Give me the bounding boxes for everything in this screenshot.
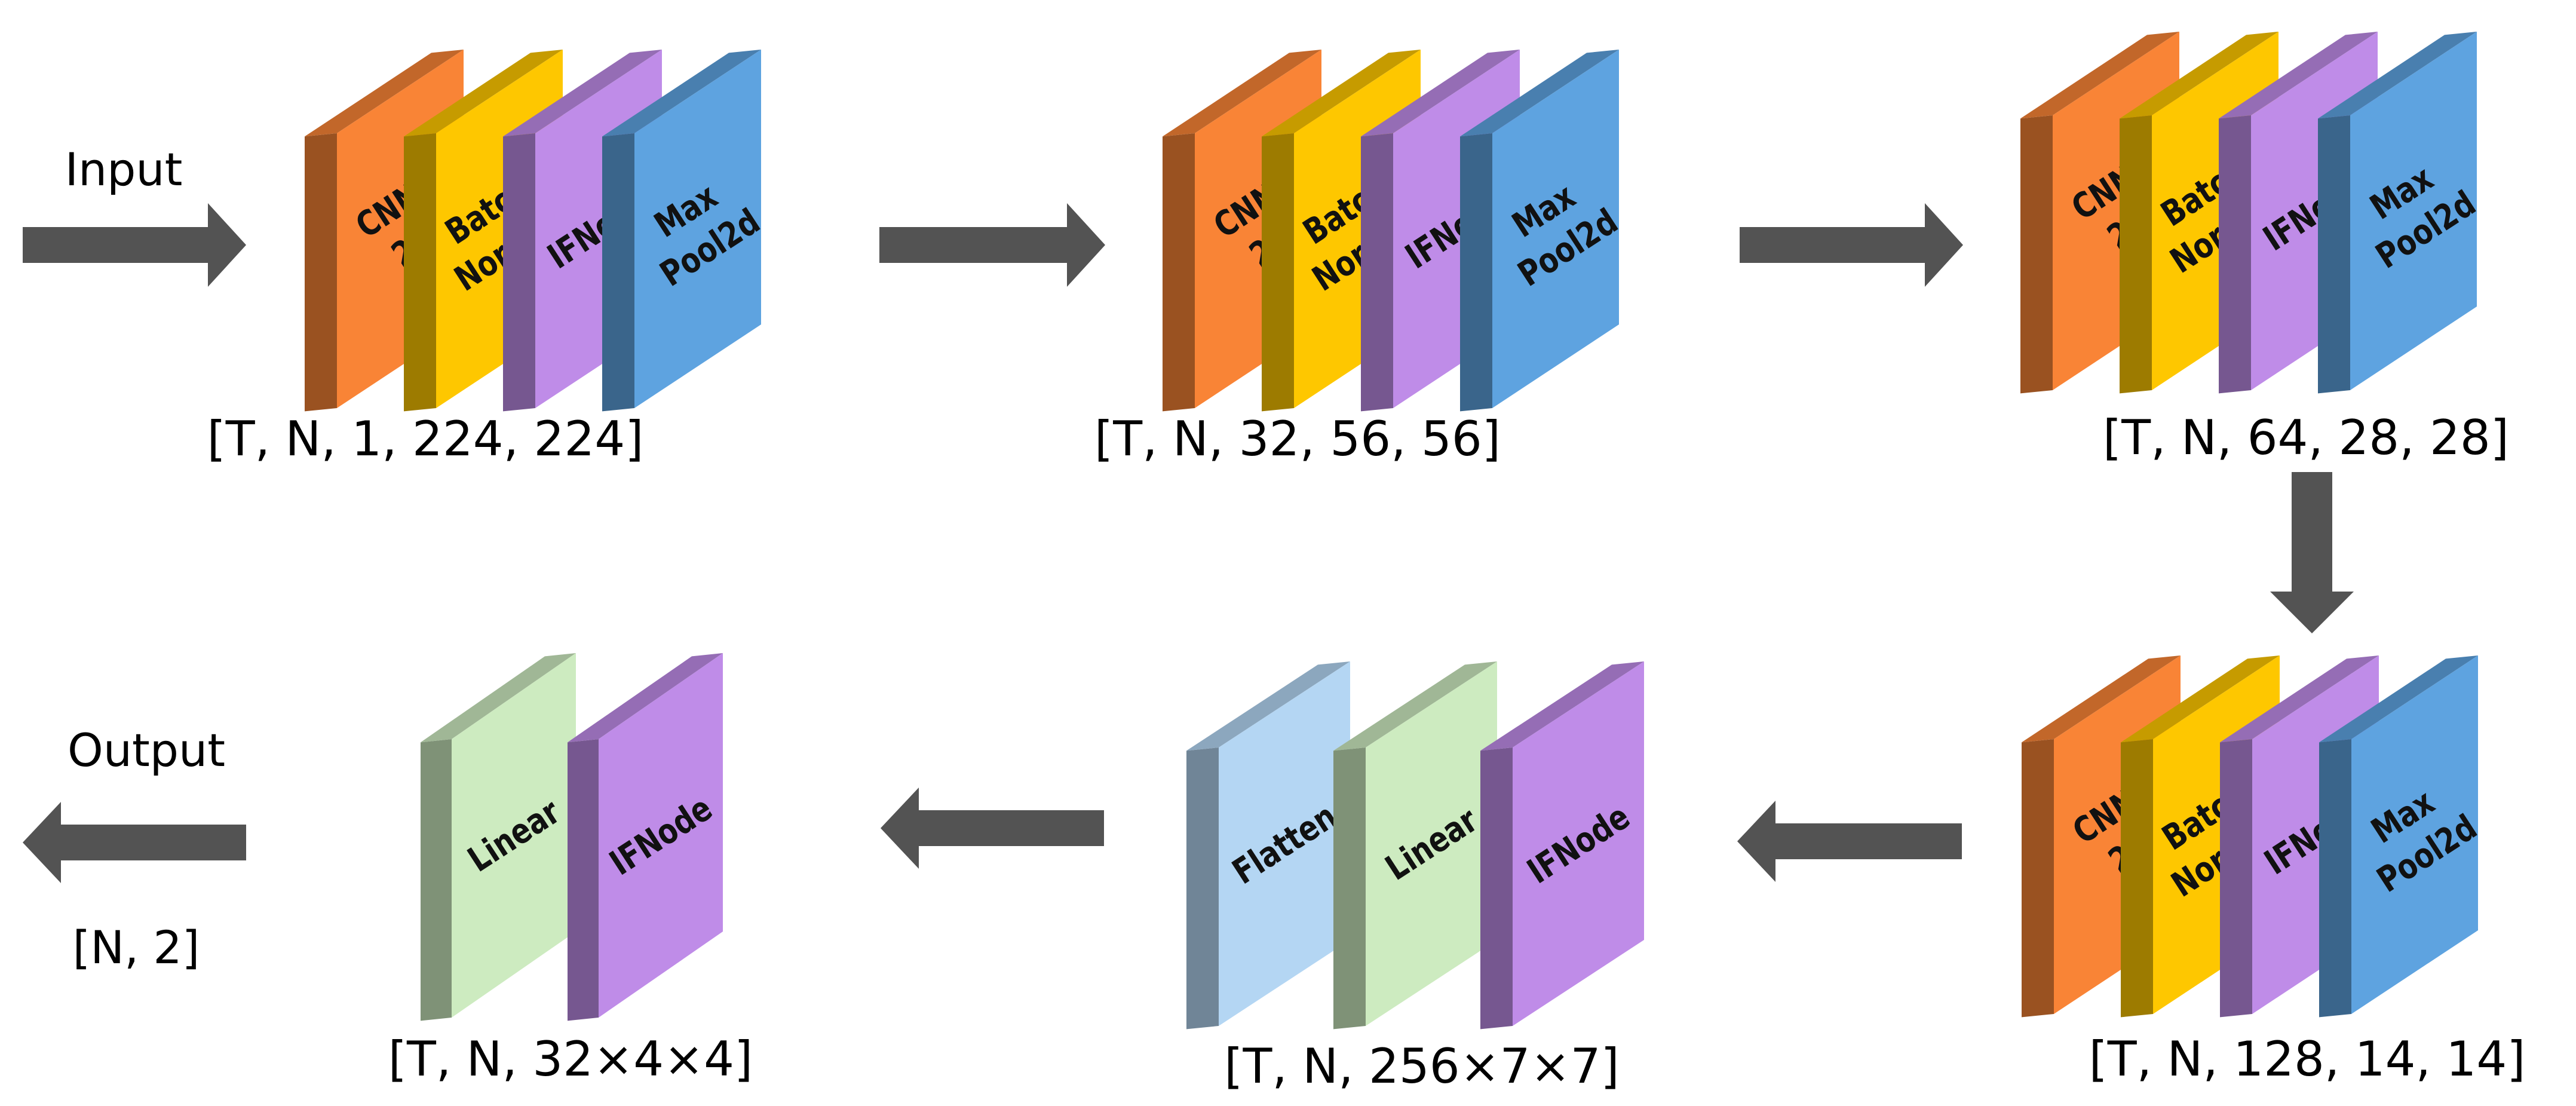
layer-top-face <box>1262 50 1421 137</box>
shape-label: [T, N, 256×7×7] <box>1224 1038 1619 1094</box>
arrows <box>23 203 2354 883</box>
arrow-block5-to-block6 <box>881 788 1104 869</box>
layer-top-face <box>2319 655 2478 743</box>
layer-top-face <box>305 50 464 137</box>
shape-label: [T, N, 32×4×4] <box>388 1031 753 1087</box>
layer-top-face <box>1163 50 1321 137</box>
layer-front-face <box>599 653 723 1018</box>
layer-top-face <box>2220 655 2379 743</box>
layer-side-face <box>2020 115 2053 394</box>
input-label: Input <box>65 143 183 196</box>
layer-top-face <box>2219 32 2378 119</box>
layer-side-face <box>421 739 452 1021</box>
output-arrow <box>23 802 246 883</box>
layer-side-face <box>1480 747 1513 1030</box>
layer-side-face <box>568 739 599 1021</box>
layer-top-face <box>1460 50 1619 137</box>
block-4: CNN2dBatchNorm2dIFNodeMaxPool2d [T, N, 1… <box>2022 655 2525 1087</box>
layer-top-face <box>2020 32 2179 119</box>
layer-front-face <box>634 50 761 408</box>
layer-top-face <box>1333 661 1497 751</box>
layer-side-face <box>1262 133 1294 412</box>
layer-side-face <box>2219 115 2251 394</box>
layer-side-face <box>1163 133 1195 412</box>
layer-top-face <box>602 50 761 137</box>
layer-front-face <box>2350 32 2477 390</box>
arrow-block3-to-block4 <box>2270 472 2354 633</box>
layer-side-face <box>305 133 337 412</box>
layer-side-face <box>503 133 535 412</box>
output-label: Output <box>68 724 225 777</box>
layer-side-face <box>2120 115 2152 394</box>
layer-top-face <box>2121 655 2280 743</box>
layer-top-face <box>1361 50 1520 137</box>
layer-front-face <box>1366 661 1497 1026</box>
layer-front-face <box>1219 661 1350 1026</box>
layer-side-face <box>1186 747 1219 1030</box>
layer-top-face <box>2120 32 2278 119</box>
layer-flatten-block5: Flatten <box>1186 661 1350 1030</box>
layer-side-face <box>2318 115 2350 394</box>
layer-top-face <box>2022 655 2181 743</box>
layer-maxpool-block3: MaxPool2d <box>2318 32 2483 394</box>
shape-label: [T, N, 128, 14, 14] <box>2089 1031 2526 1087</box>
layer-side-face <box>2319 739 2351 1018</box>
layer-top-face <box>1186 661 1350 751</box>
layer-top-face <box>568 653 723 743</box>
layer-top-face <box>2318 32 2477 119</box>
layer-side-face <box>1460 133 1492 412</box>
layer-side-face <box>602 133 634 412</box>
shape-label: [T, N, 32, 56, 56] <box>1094 411 1501 467</box>
arrow-block2-to-block3 <box>1740 203 1963 287</box>
block-3: CNN2dBatchNorm2dIFNodeMaxPool2d [T, N, 6… <box>2020 32 2509 465</box>
layer-side-face <box>2022 739 2054 1018</box>
layer-ifnode-block6: IFNode <box>568 653 723 1021</box>
arrow-block1-to-block2 <box>879 203 1105 287</box>
layer-side-face <box>404 133 436 412</box>
block-1: CNN2dBatchNorm2dIFNodeMaxPool2d [T, N, 1… <box>207 50 767 467</box>
shape-label: [T, N, 64, 28, 28] <box>2103 410 2509 465</box>
layer-front-face <box>452 653 576 1018</box>
output-shape-label: [N, 2] <box>73 921 200 974</box>
layer-side-face <box>1361 133 1393 412</box>
layer-top-face <box>404 50 563 137</box>
layer-side-face <box>2121 739 2153 1018</box>
layer-front-face <box>1513 661 1644 1026</box>
block-2: CNN2dBatchNorm2dIFNodeMaxPool2d [T, N, 3… <box>1094 50 1625 467</box>
layer-side-face <box>1333 747 1366 1030</box>
layer-maxpool-block2: MaxPool2d <box>1460 50 1625 412</box>
layer-top-face <box>421 653 576 743</box>
layer-maxpool-block1: MaxPool2d <box>602 50 767 412</box>
layer-maxpool-block4: MaxPool2d <box>2319 655 2484 1018</box>
layer-side-face <box>2220 739 2252 1018</box>
shape-label: [T, N, 1, 224, 224] <box>207 411 644 467</box>
layer-front-face <box>1492 50 1619 408</box>
layer-linear-block5: Linear <box>1333 661 1497 1030</box>
input-arrow <box>23 203 246 287</box>
layer-front-face <box>2351 655 2478 1014</box>
layer-linear-block6: Linear <box>421 653 576 1021</box>
layer-ifnode-block5: IFNode <box>1480 661 1644 1030</box>
layer-top-face <box>503 50 662 137</box>
arrow-block4-to-block5 <box>1737 801 1962 882</box>
layer-top-face <box>1480 661 1644 751</box>
